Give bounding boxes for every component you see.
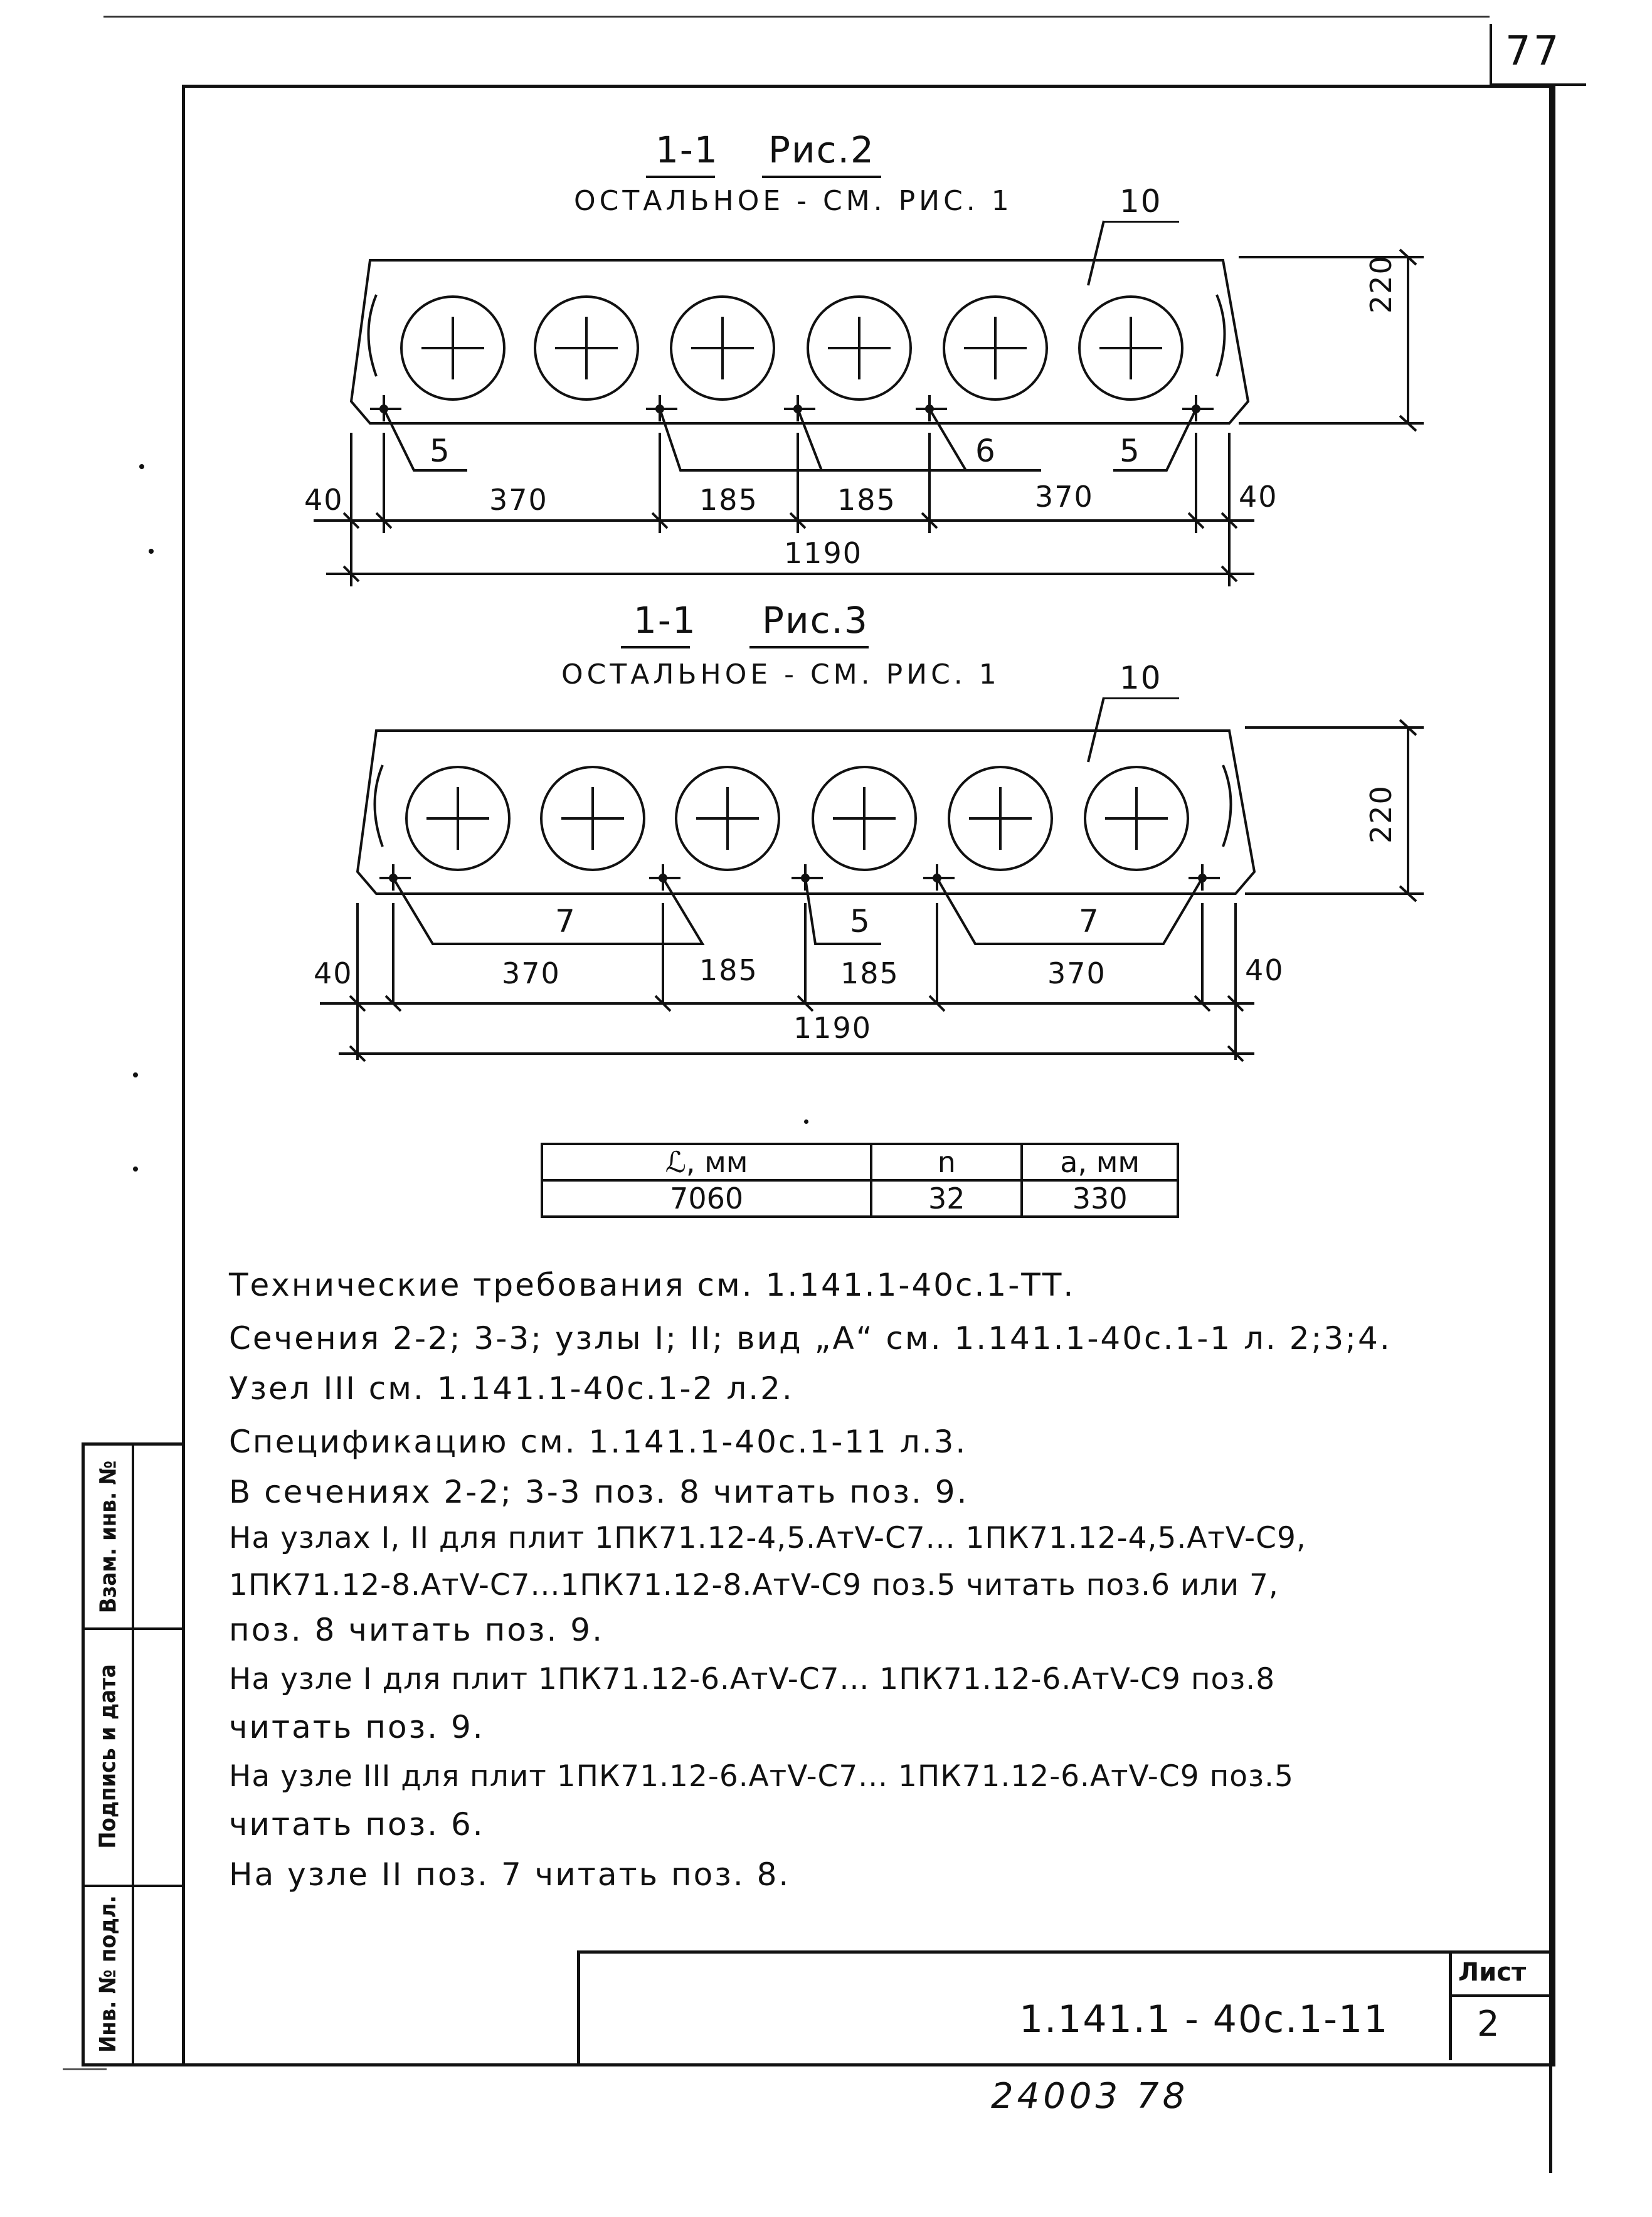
fig2-dim-185-a: 185 [699, 483, 758, 517]
fig2-callout-10: 10 [1120, 183, 1162, 220]
table-cell-n: 32 [870, 1179, 1024, 1218]
note-1: Технические требования см. 1.141.1-40с.1… [229, 1267, 1076, 1303]
title-block-sheet-number: 2 [1477, 2004, 1501, 2045]
fig3-dim-total: 1190 [793, 1011, 872, 1045]
note-7: 1ПК71.12-8.АтV-С7...1ПК71.12-8.АтV-С9 по… [229, 1568, 1279, 1602]
top-rule [103, 16, 1490, 18]
fig3-dim-185-a: 185 [699, 953, 758, 987]
fig3-height-dim: 220 [1364, 785, 1398, 844]
fig2-dim-370-left: 370 [489, 483, 548, 517]
table-header-n: n [870, 1143, 1024, 1182]
note-6: На узлах I, II для плит 1ПК71.12-4,5.АтV… [229, 1521, 1306, 1555]
stamp-signature-date: Подпись и дата [95, 1663, 121, 1849]
archive-code: 24003 78 [991, 2076, 1189, 2117]
fig3-title: Рис.3 [762, 599, 869, 642]
fig2-callout-5-left: 5 [430, 433, 451, 469]
fig2-section-drawing [314, 220, 1424, 586]
sheet-cell [1449, 1950, 1552, 2060]
fig2-callout-6: 6 [975, 433, 997, 469]
fig3-note: ОСТАЛЬНОЕ - СМ. РИС. 1 [561, 659, 1000, 690]
fig2-callout-5-right: 5 [1120, 433, 1141, 469]
fig3-callout-10: 10 [1120, 660, 1162, 696]
fig3-callout-7-right: 7 [1079, 903, 1100, 939]
title-block [577, 1950, 1552, 2063]
note-2: Сечения 2-2; 3-3; узлы I; II; вид „А“ см… [229, 1320, 1392, 1357]
note-4: Спецификацию см. 1.141.1-40с.1-11 л.3. [229, 1424, 968, 1460]
table-header-l: ℒ, мм [540, 1143, 873, 1182]
parameters-table: ℒ, мм n a, мм 7060 32 330 [540, 1143, 1179, 1218]
fig3-dim-40-left: 40 [314, 956, 353, 990]
fig2-dim-370-right: 370 [1035, 480, 1094, 514]
frame-right-extension [1549, 85, 1552, 2173]
page-number: 77 [1505, 28, 1562, 75]
drawing-frame [182, 85, 1555, 2066]
note-12: читать поз. 6. [229, 1806, 485, 1843]
note-9: На узле I для плит 1ПК71.12-6.АтV-С7... … [229, 1662, 1276, 1696]
side-stamp: Инв. № подл. Подпись и дата Взам. инв. № [82, 1442, 185, 2066]
fig3-dim-185-b: 185 [840, 956, 899, 990]
fig3-callout-7-left: 7 [555, 903, 576, 939]
fig3-callout-5: 5 [850, 903, 871, 939]
fig2-dim-40-left: 40 [304, 483, 344, 517]
fig2-height-dim: 220 [1364, 255, 1398, 314]
fig2-dim-40-right: 40 [1239, 480, 1278, 514]
table-cell-a: 330 [1020, 1179, 1179, 1218]
note-10: читать поз. 9. [229, 1709, 485, 1745]
fig2-dim-185-b: 185 [837, 483, 896, 517]
fig3-dim-370-left: 370 [502, 956, 561, 990]
fig3-section-drawing [320, 697, 1424, 1062]
table-header-row: ℒ, мм n a, мм [540, 1143, 1179, 1182]
table-header-a: a, мм [1020, 1143, 1179, 1182]
stamp-replaced-inv: Взам. инв. № [95, 1460, 122, 1613]
note-11: На узле III для плит 1ПК71.12-6.АтV-С7..… [229, 1759, 1294, 1794]
table-row: 7060 32 330 [540, 1179, 1179, 1218]
note-3: Узел III см. 1.141.1-40с.1-2 л.2. [229, 1370, 794, 1407]
table-cell-l: 7060 [540, 1179, 873, 1218]
note-5: В сечениях 2-2; 3-3 поз. 8 читать поз. 9… [229, 1474, 969, 1510]
fig3-dim-40-right: 40 [1245, 953, 1284, 987]
fig3-dim-370-right: 370 [1047, 956, 1106, 990]
fig2-note: ОСТАЛЬНОЕ - СМ. РИС. 1 [574, 185, 1013, 217]
fig2-title: Рис.2 [768, 129, 875, 171]
fig2-section-label: 1-1 [655, 129, 719, 171]
title-block-sheet-label: Лист [1458, 1958, 1527, 1987]
title-block-doc-code: 1.141.1 - 40с.1-11 [1019, 1997, 1389, 2041]
stamp-inv-no: Инв. № подл. [95, 1895, 121, 2053]
note-8: поз. 8 читать поз. 9. [229, 1612, 605, 1648]
fig3-section-label: 1-1 [633, 599, 697, 642]
note-13: На узле II поз. 7 читать поз. 8. [229, 1856, 791, 1893]
fig2-dim-total: 1190 [784, 536, 863, 570]
